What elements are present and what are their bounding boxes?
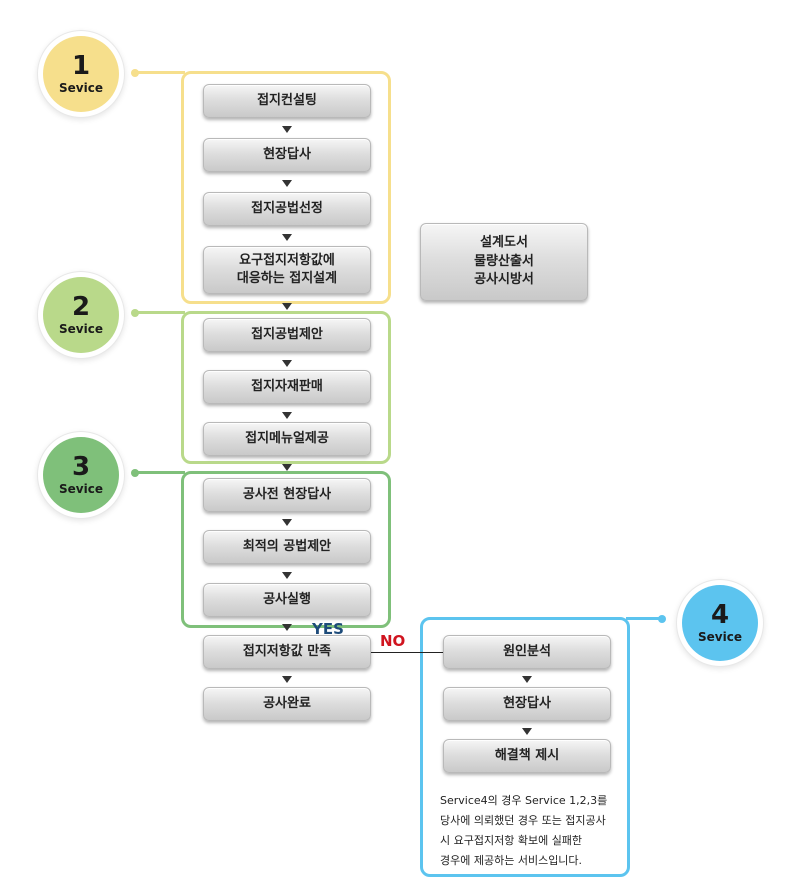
note-line: Service4의 경우 Service 1,2,3를 xyxy=(440,794,608,807)
note-line: 시 요구접지저항 확보에 실패한 xyxy=(440,834,583,847)
service3-badge: 3 Sevice xyxy=(43,437,119,513)
arrow-down-icon xyxy=(282,572,292,579)
service1-connector-line xyxy=(135,71,185,74)
step-site-survey: 현장답사 xyxy=(203,138,371,172)
step-method-selection: 접지공법선정 xyxy=(203,192,371,226)
step-manual-provision: 접지메뉴얼제공 xyxy=(203,422,371,456)
deliverables-box: 설계도서 물량산출서 공사시방서 xyxy=(420,223,588,301)
arrow-down-icon xyxy=(282,180,292,187)
decision-no-label: NO xyxy=(380,632,406,650)
arrow-down-icon xyxy=(282,303,292,310)
service1-number: 1 xyxy=(71,50,91,81)
no-branch-line xyxy=(371,652,443,653)
arrow-down-icon xyxy=(282,126,292,133)
service4-group-box xyxy=(420,617,630,877)
service4-connector-dot xyxy=(658,615,666,623)
arrow-down-icon xyxy=(282,360,292,367)
service2-number: 2 xyxy=(71,291,91,322)
arrow-down-icon xyxy=(522,676,532,683)
service2-group-box xyxy=(181,311,391,464)
step-material-sales: 접지자재판매 xyxy=(203,370,371,404)
step-construction-complete: 공사완료 xyxy=(203,687,371,721)
step-construction: 공사실행 xyxy=(203,583,371,617)
arrow-down-icon xyxy=(282,412,292,419)
step-optimal-method: 최적의 공법제안 xyxy=(203,530,371,564)
step-cause-analysis: 원인분석 xyxy=(443,635,611,669)
service4-note: Service4의 경우 Service 1,2,3를 당사에 의뢰했던 경우 … xyxy=(440,791,624,871)
step-solution-proposal: 해결책 제시 xyxy=(443,739,611,773)
service1-label: Sevice xyxy=(59,80,103,95)
decision-yes-label: YES xyxy=(312,620,344,638)
service3-connector-line xyxy=(135,471,185,474)
step-site-survey-2: 현장답사 xyxy=(443,687,611,721)
step-resistance-satisfied: 접지저항값 만족 xyxy=(203,635,371,669)
service1-group-box xyxy=(181,71,391,304)
step-method-proposal: 접지공법제안 xyxy=(203,318,371,352)
arrow-down-icon xyxy=(282,234,292,241)
service3-number: 3 xyxy=(71,451,91,482)
service1-badge: 1 Sevice xyxy=(43,36,119,112)
step-grounding-consulting: 접지컨설팅 xyxy=(203,84,371,118)
service2-label: Sevice xyxy=(59,321,103,336)
note-line: 경우에 제공하는 서비스입니다. xyxy=(440,854,583,867)
service2-connector-line xyxy=(135,311,185,314)
service3-label: Sevice xyxy=(59,481,103,496)
service4-badge: 4 Sevice xyxy=(682,585,758,661)
arrow-down-icon xyxy=(282,519,292,526)
arrow-down-icon xyxy=(282,676,292,683)
step-grounding-design: 요구접지저항값에 대응하는 접지설계 xyxy=(203,246,371,294)
arrow-down-icon xyxy=(282,624,292,631)
arrow-down-icon xyxy=(522,728,532,735)
note-line: 당사에 의뢰했던 경우 또는 접지공사 xyxy=(440,814,606,827)
step-pre-construction-survey: 공사전 현장답사 xyxy=(203,478,371,512)
arrow-down-icon xyxy=(282,464,292,471)
service4-number: 4 xyxy=(710,599,730,630)
service4-connector-line xyxy=(626,617,662,620)
service2-badge: 2 Sevice xyxy=(43,277,119,353)
service4-label: Sevice xyxy=(698,629,742,644)
